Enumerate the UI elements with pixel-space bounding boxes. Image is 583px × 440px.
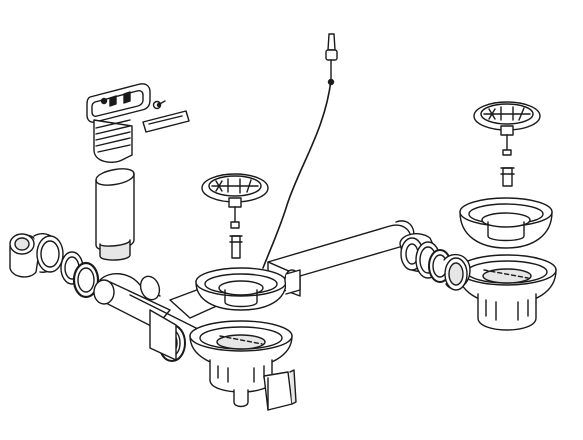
bowl-waste-left [189,267,297,411]
overflow-plate [142,110,190,133]
side-outlet [9,232,100,299]
bowl-waste-right [457,197,557,331]
pop-up-cable [262,33,338,269]
basket-strainer-right [473,101,541,187]
pipe-connector [284,269,301,295]
overflow-tube [93,119,135,261]
overflow-screw [152,100,166,110]
overflow-cover [86,83,151,123]
trap [399,233,471,291]
basket-strainer-left [201,173,269,259]
